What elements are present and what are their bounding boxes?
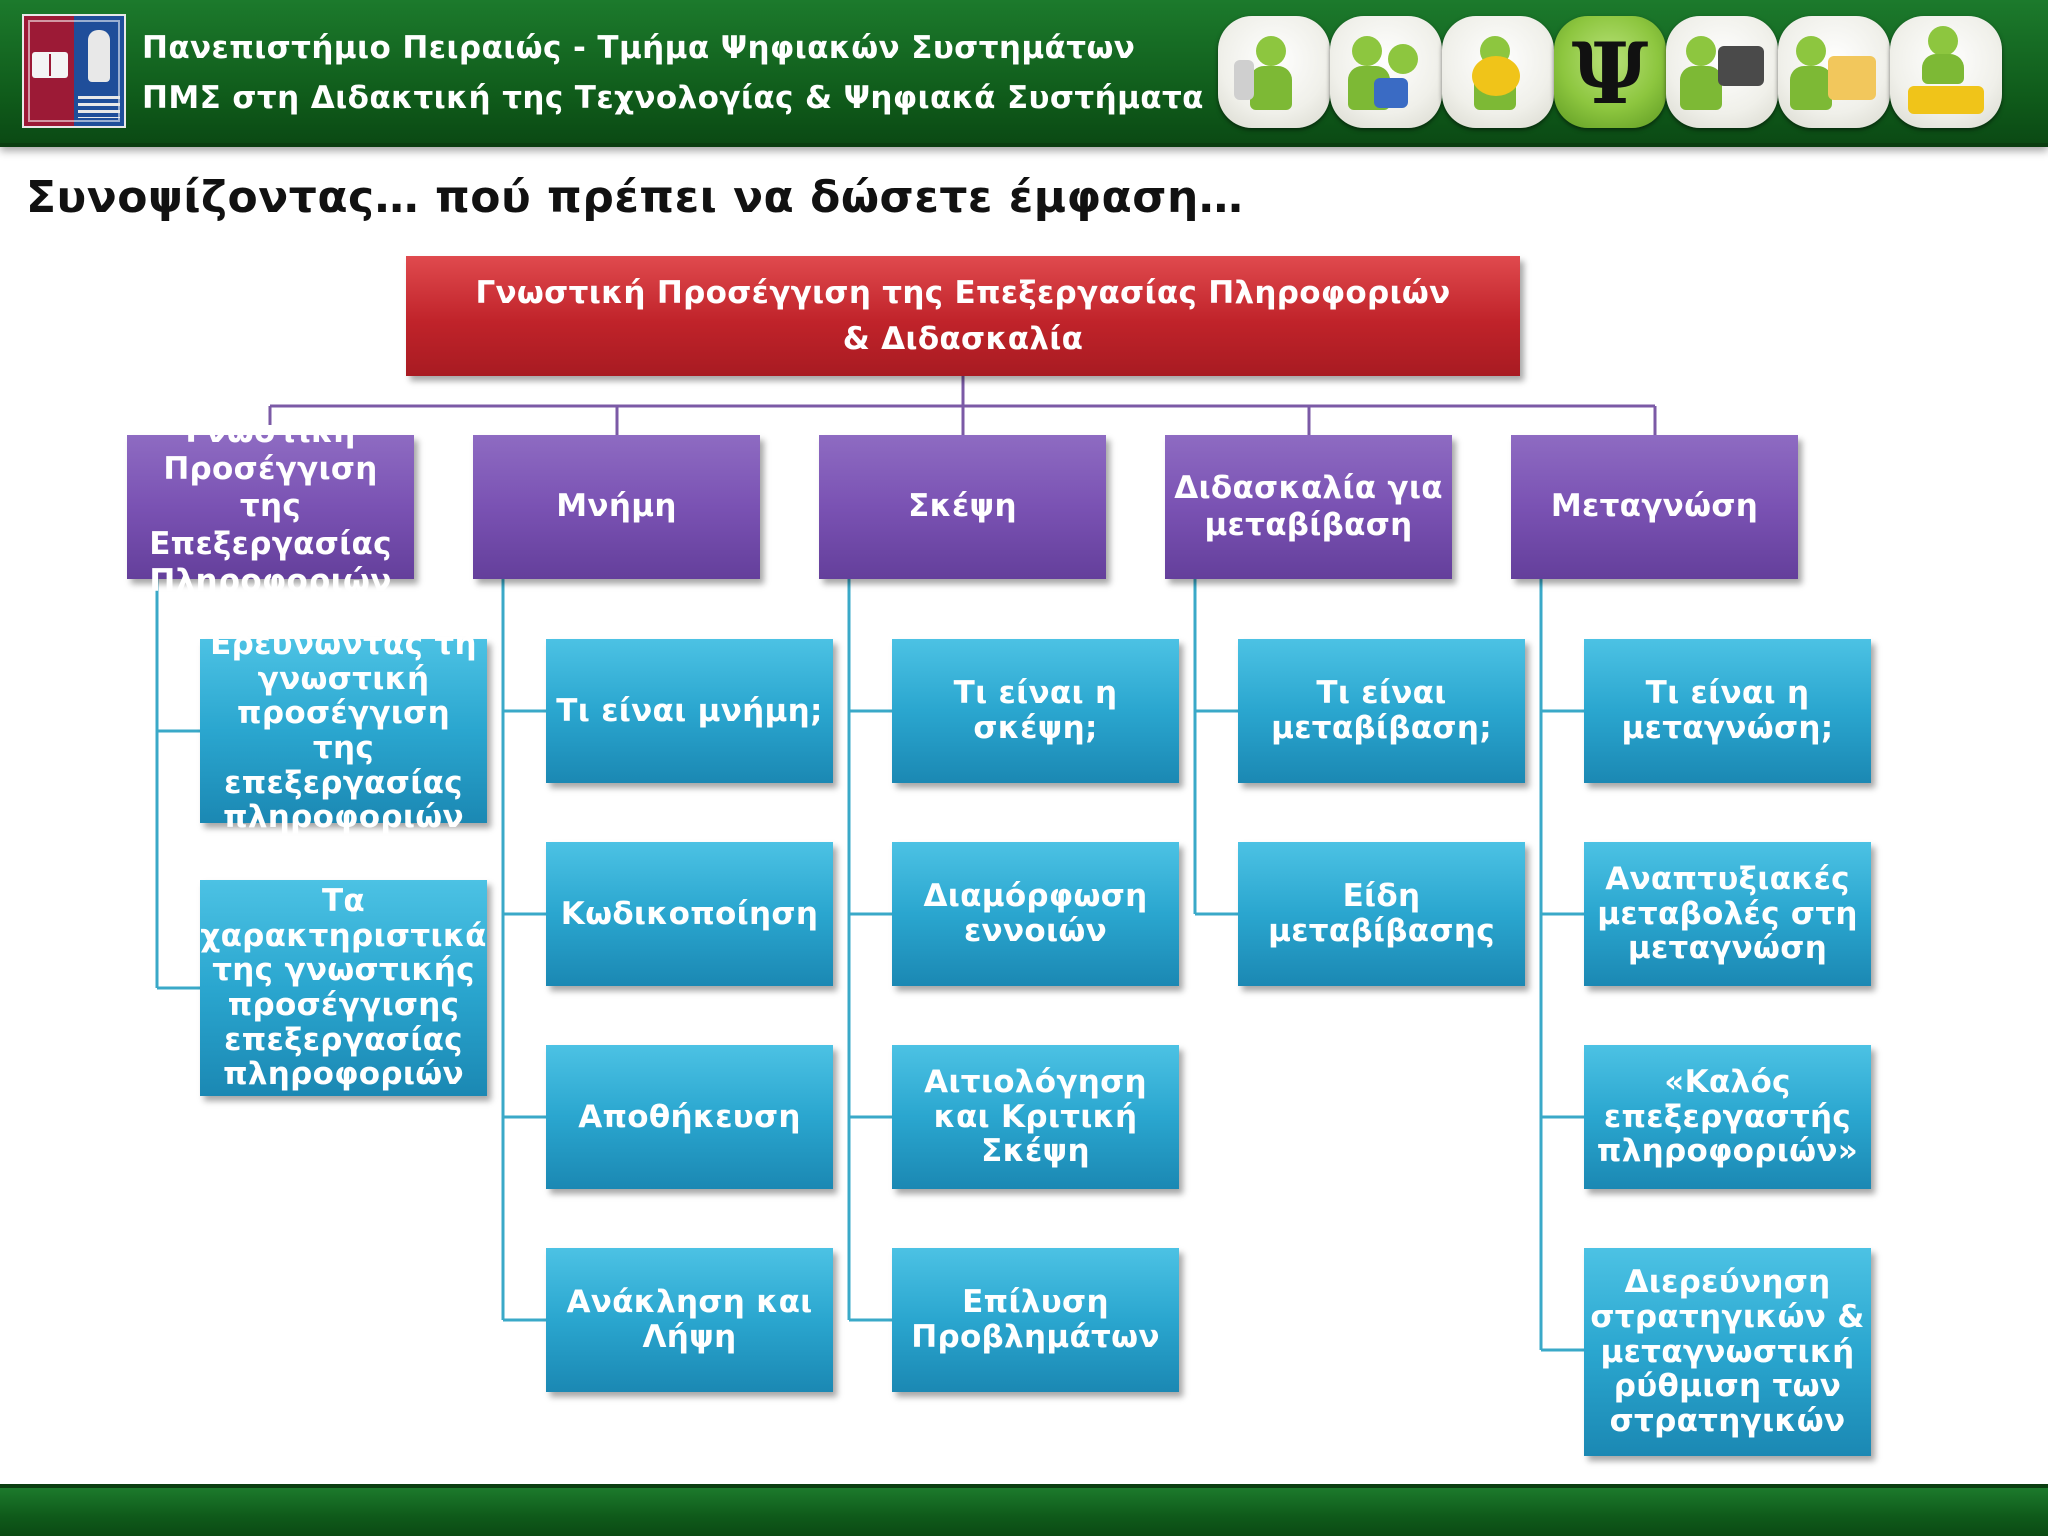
category-thinking: Σκέψη bbox=[819, 435, 1106, 579]
figure-folder-icon bbox=[1778, 16, 1890, 128]
category-metacognition: Μεταγνώση bbox=[1511, 435, 1798, 579]
leaf-node: «Καλός επεξεργαστής πληροφοριών» bbox=[1584, 1045, 1871, 1189]
leaf-node: Αναπτυξιακές μεταβολές στη μεταγνώση bbox=[1584, 842, 1871, 986]
leaf-node: Ερευνώντας τη γνωστική προσέγγιση της επ… bbox=[200, 626, 487, 835]
waves-icon bbox=[78, 96, 120, 118]
figure-email-icon bbox=[1442, 16, 1554, 128]
leaf-node: Τι είναι μνήμη; bbox=[546, 639, 833, 783]
category-information-processing: Γνωστική Προσέγγιση της Επεξεργασίας Πλη… bbox=[127, 414, 414, 599]
root-node: Γνωστική Προσέγγιση της Επεξεργασίας Πλη… bbox=[406, 256, 1520, 376]
leaf-node: Κωδικοποίηση bbox=[546, 842, 833, 986]
leaf-node: Ανάκληση και Λήψη bbox=[546, 1248, 833, 1392]
root-node-line1: Γνωστική Προσέγγιση της Επεξεργασίας Πλη… bbox=[475, 274, 1451, 311]
leaf-node: Τι είναι η μεταγνώση; bbox=[1584, 639, 1871, 783]
figure-headset-icon bbox=[1218, 16, 1330, 128]
university-logo bbox=[22, 14, 126, 128]
category-memory: Μνήμη bbox=[473, 435, 760, 579]
program-title: ΠΜΣ στη Διδακτική της Τεχνολογίας & Ψηφι… bbox=[142, 80, 1204, 116]
category-transfer: Διδασκαλία για μεταβίβαση bbox=[1165, 435, 1452, 579]
leaf-node: Επίλυση Προβλημάτων bbox=[892, 1248, 1179, 1392]
leaf-node: Τι είναι μεταβίβαση; bbox=[1238, 639, 1525, 783]
figure-puzzle-icon bbox=[1890, 16, 2002, 128]
header-thumbnails: Ψ bbox=[1218, 16, 2030, 128]
slide-title: Συνοψίζοντας… πού πρέπει να δώσετε έμφασ… bbox=[26, 172, 1244, 223]
footer-band bbox=[0, 1484, 2048, 1536]
leaf-node: Αιτιολόγηση και Κριτική Σκέψη bbox=[892, 1045, 1179, 1189]
root-node-line2: & Διδασκαλία bbox=[842, 321, 1084, 357]
leaf-node: Τι είναι η σκέψη; bbox=[892, 639, 1179, 783]
leaf-node: Διερεύνηση στρατηγικών & μεταγνωστική ρύ… bbox=[1584, 1248, 1871, 1456]
psi-head-icon: Ψ bbox=[1554, 16, 1666, 128]
figure-icon bbox=[88, 30, 110, 82]
leaf-node: Τα χαρακτηριστικά της γνωστικής προσέγγι… bbox=[200, 880, 487, 1096]
book-icon bbox=[32, 52, 68, 78]
leaf-node: Διαμόρφωση εννοιών bbox=[892, 842, 1179, 986]
leaf-node: Αποθήκευση bbox=[546, 1045, 833, 1189]
leaf-node: Είδη μεταβίβασης bbox=[1238, 842, 1525, 986]
figure-laptop-icon bbox=[1666, 16, 1778, 128]
header-band: Πανεπιστήμιο Πειραιώς - Τμήμα Ψηφιακών Σ… bbox=[0, 0, 2048, 147]
figures-reading-icon bbox=[1330, 16, 1442, 128]
university-title: Πανεπιστήμιο Πειραιώς - Τμήμα Ψηφιακών Σ… bbox=[142, 30, 1136, 66]
